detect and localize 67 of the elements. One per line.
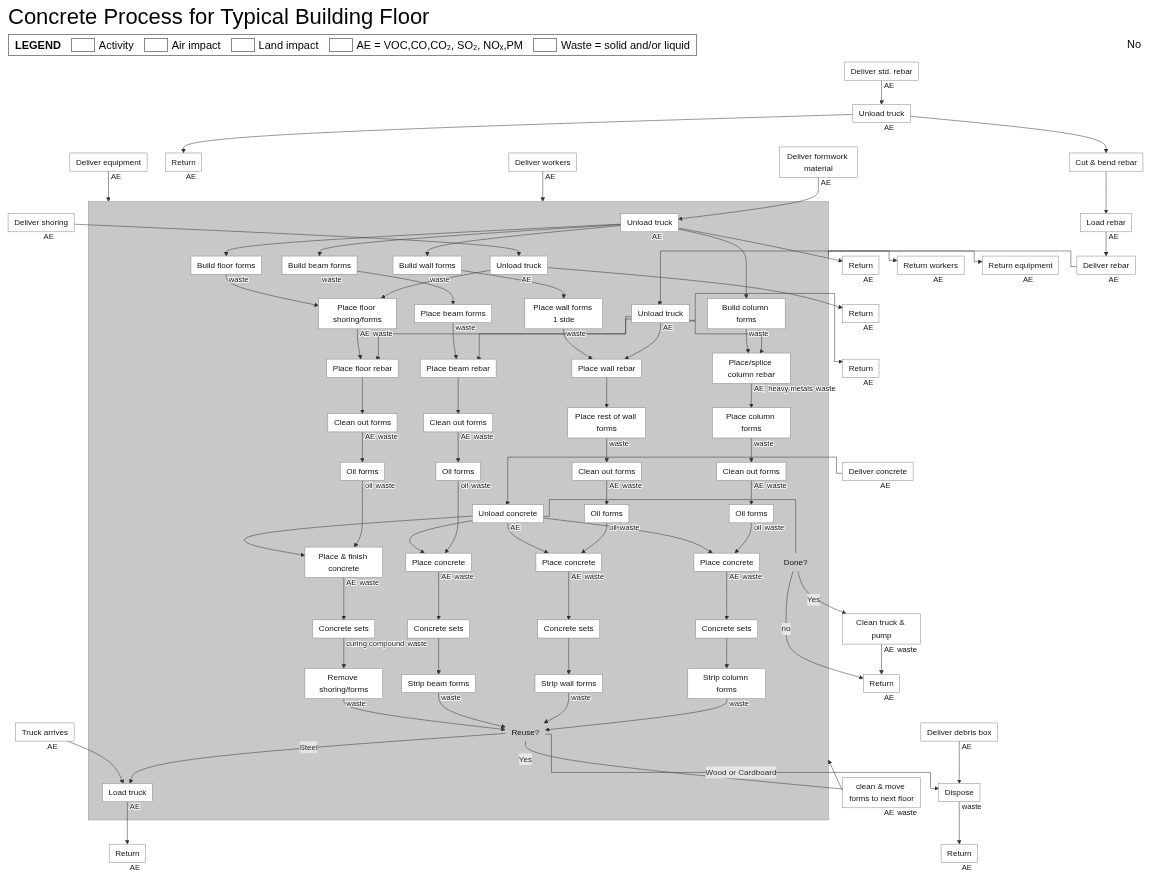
- node-box: Build floor forms: [190, 255, 262, 275]
- node-box: Concrete sets: [312, 619, 376, 639]
- node-box: Return: [842, 358, 880, 378]
- node-box: Oil forms: [584, 504, 630, 524]
- node-box: Place/splice column rebar: [712, 352, 791, 384]
- node-box: Clean out forms: [423, 413, 493, 433]
- node-text: Done?: [783, 557, 808, 567]
- node-box: Strip beam forms: [401, 674, 476, 693]
- node-box: Unload truck: [852, 104, 911, 123]
- node-box: Build beam forms: [281, 255, 358, 275]
- node-box: Load rebar: [1080, 213, 1132, 233]
- node-box: Deliver rebar: [1076, 255, 1136, 275]
- node-box: Unload truck: [620, 213, 679, 233]
- node-box: Oil forms: [728, 504, 774, 524]
- node-box: Deliver equipment: [69, 152, 148, 172]
- node-text: Reuse?: [511, 727, 540, 737]
- node-box: Deliver formwork material: [779, 146, 858, 178]
- node-box: Dispose: [938, 783, 981, 802]
- node-box: Deliver std. rebar: [844, 61, 919, 81]
- node-box: Concrete sets: [695, 619, 758, 639]
- node-box: Load truck: [102, 783, 153, 802]
- node-box: Return: [842, 255, 880, 275]
- edge-label: Yes: [807, 595, 821, 604]
- legend-text: Activity: [98, 39, 134, 51]
- node-box: Return: [842, 304, 880, 323]
- node-box: Unload concrete: [472, 504, 544, 524]
- legend-heading: LEGEND: [15, 39, 61, 51]
- edge-label: no: [781, 624, 791, 633]
- node-box: Build wall forms: [392, 255, 462, 275]
- edge-label: Wood or Cardboard: [705, 767, 777, 777]
- node-box: Place wall rebar: [571, 358, 642, 378]
- node-box: Oil forms: [435, 461, 481, 481]
- node-box: Concrete sets: [537, 619, 600, 639]
- node-box: Place concrete: [405, 552, 472, 572]
- node-box: Place floor rebar: [326, 358, 399, 378]
- legend-text: Waste = solid and/or liquid: [561, 39, 690, 51]
- node-box: Truck arrives: [15, 722, 75, 742]
- node-box: Place beam forms: [414, 304, 492, 323]
- node-box: Deliver shoring: [7, 213, 75, 233]
- node-box: Unload truck: [631, 304, 690, 323]
- node-box: Return workers: [896, 255, 965, 275]
- legend-text: AE = VOC,CO,CO₂, SO₂, NOₓ,PM: [356, 39, 523, 51]
- node-box: Strip wall forms: [534, 674, 603, 693]
- node-box: Concrete sets: [407, 619, 470, 639]
- edge-label: Steel: [299, 742, 318, 752]
- note-text: No: [1126, 38, 1141, 50]
- node-box: Oil forms: [339, 461, 385, 481]
- diagram-title: Concrete Process for Typical Building Floor: [8, 4, 430, 30]
- node-box: Return: [863, 674, 900, 693]
- node-box: Clean out forms: [571, 461, 642, 481]
- legend-text: Land impact: [258, 39, 319, 51]
- node-box: Unload truck: [489, 255, 548, 275]
- node-box: Place concrete: [693, 552, 760, 572]
- node-box: Deliver debris box: [920, 722, 998, 742]
- node-box: Place beam rebar: [419, 358, 497, 378]
- node-box: Cut & bend rebar: [1068, 152, 1144, 172]
- node-box: Clean out forms: [327, 413, 398, 433]
- node-box: Return: [108, 843, 146, 863]
- node-box: Place concrete: [535, 552, 602, 572]
- node-box: Return: [940, 843, 978, 863]
- node-box: Deliver concrete: [842, 461, 914, 481]
- node-box: Deliver workers: [508, 152, 577, 172]
- node-box: Return: [165, 152, 202, 172]
- legend-text: Air impact: [171, 39, 221, 51]
- node-box: Return equipment: [982, 255, 1059, 275]
- edge-label: Yes: [518, 754, 532, 764]
- node-box: Clean out forms: [716, 461, 787, 481]
